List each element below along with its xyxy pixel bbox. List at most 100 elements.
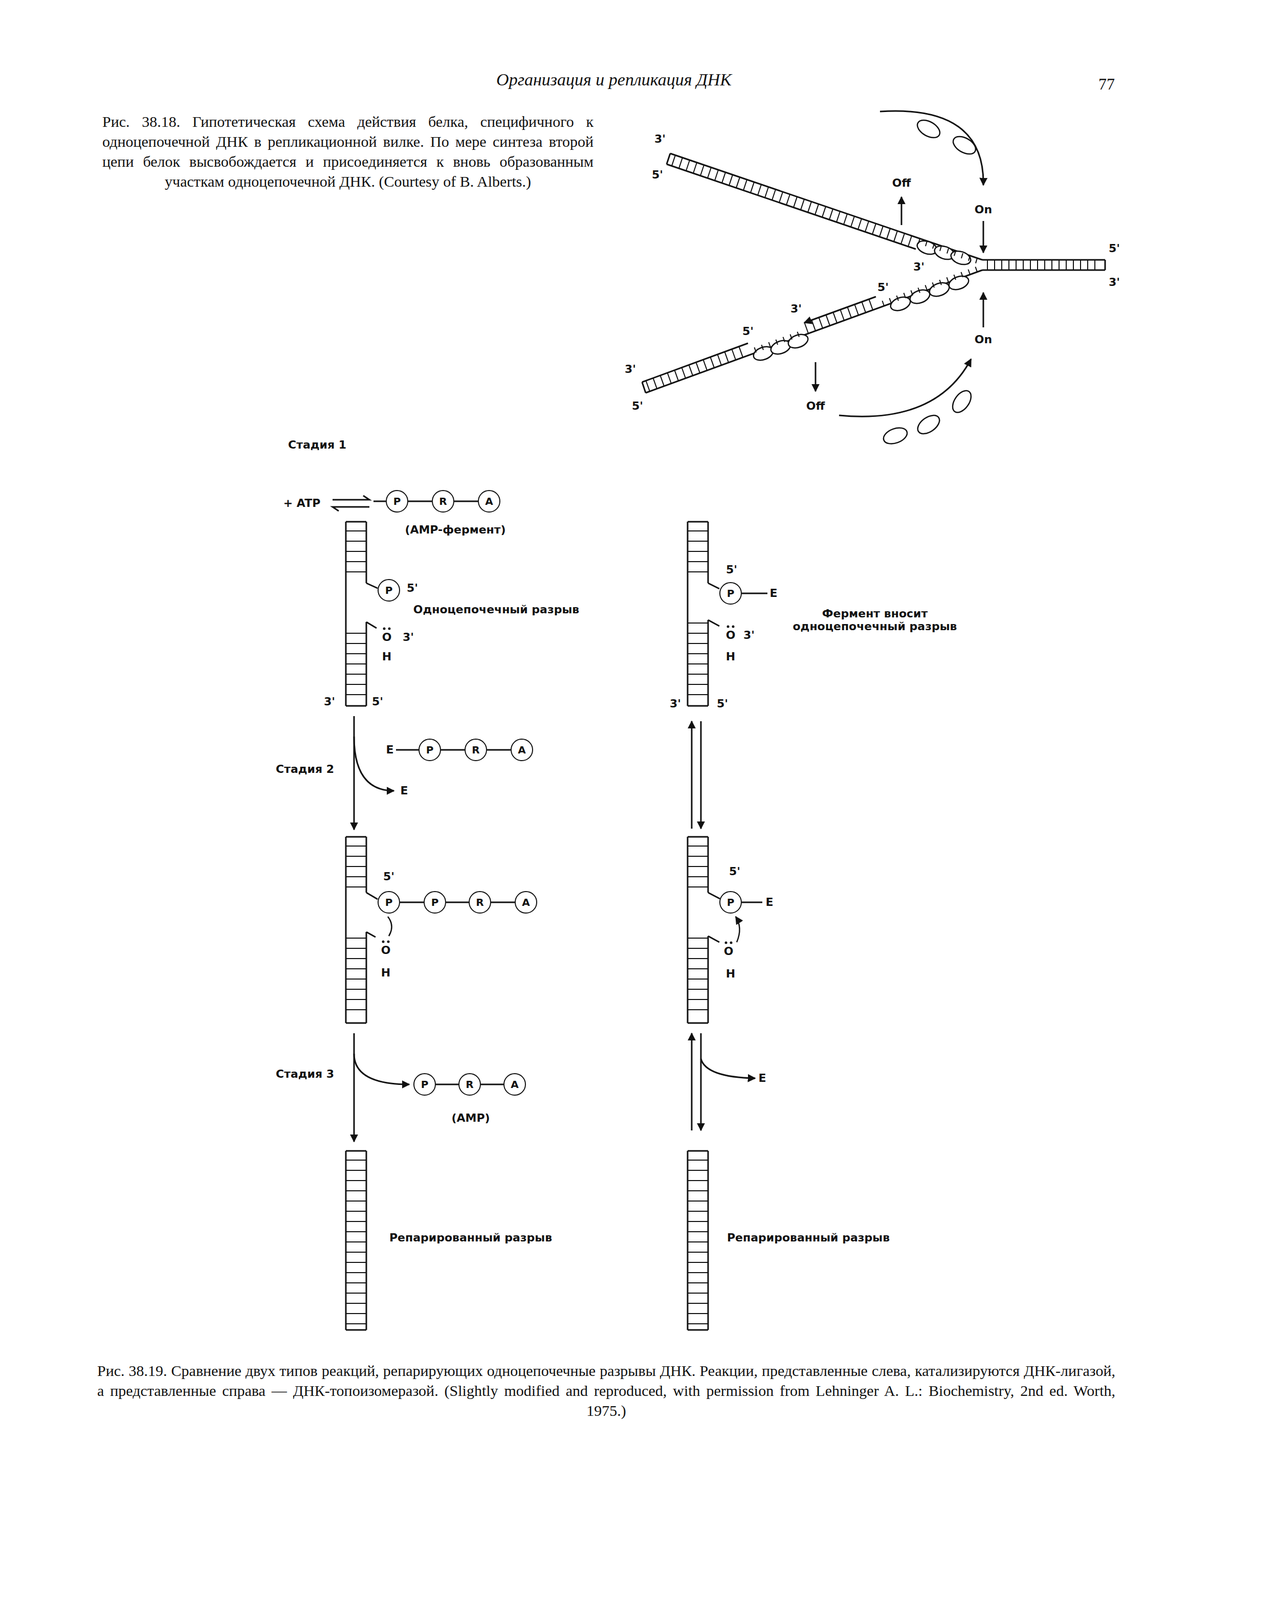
rung xyxy=(687,1170,709,1172)
rung xyxy=(345,1251,367,1253)
rung xyxy=(764,186,769,198)
rung xyxy=(687,845,709,847)
residue-circle: P xyxy=(413,1073,436,1096)
rung xyxy=(345,1159,367,1161)
figure-label: O xyxy=(382,630,392,644)
ss-tick xyxy=(932,282,935,288)
rung xyxy=(857,218,862,230)
figure-label: On xyxy=(974,333,993,346)
residue-letter: A xyxy=(510,1079,519,1090)
rung xyxy=(732,349,737,361)
rung xyxy=(687,1282,709,1284)
rung xyxy=(819,317,824,329)
rung xyxy=(345,876,367,878)
residue-letter: P xyxy=(727,588,735,599)
rung xyxy=(345,551,367,553)
rung xyxy=(345,1190,367,1192)
rung xyxy=(345,663,367,665)
residue-circle: P xyxy=(423,891,447,914)
figure-label: 5' xyxy=(406,581,418,595)
rung xyxy=(826,315,831,326)
ss-tick xyxy=(911,290,914,296)
residue-circle: P xyxy=(377,891,401,914)
rung xyxy=(721,172,726,184)
ss-tick xyxy=(939,279,942,285)
figure-label: H xyxy=(382,650,392,664)
figure-label: 5' xyxy=(877,280,889,294)
rung xyxy=(345,1313,367,1315)
rung xyxy=(345,1303,367,1305)
ss-tick xyxy=(761,344,764,350)
rung xyxy=(667,372,672,384)
residue-letter: P xyxy=(421,1079,429,1090)
rung xyxy=(986,259,988,271)
rung xyxy=(687,978,709,980)
residue-circle: R xyxy=(458,1073,481,1096)
rung xyxy=(345,988,367,990)
page-number: 77 xyxy=(1098,74,1115,94)
rung xyxy=(345,1241,367,1243)
bond-line xyxy=(454,500,478,503)
rung xyxy=(772,189,776,201)
residue-circle: A xyxy=(514,891,538,914)
rung xyxy=(687,540,709,542)
replication-fork xyxy=(642,111,1106,417)
rung xyxy=(729,174,733,186)
bond-line xyxy=(400,901,424,904)
rung xyxy=(800,199,805,210)
rung xyxy=(687,530,709,532)
figure-label: 5' xyxy=(383,870,395,884)
rung xyxy=(804,322,809,334)
rung xyxy=(345,561,367,563)
ss-tick xyxy=(954,250,956,256)
rung xyxy=(736,177,740,188)
rung xyxy=(687,1231,709,1233)
rung xyxy=(687,886,709,888)
bond-line xyxy=(435,1084,459,1086)
rung xyxy=(836,211,841,223)
rung xyxy=(345,1272,367,1274)
rung xyxy=(757,184,762,196)
rung xyxy=(900,233,905,245)
rung xyxy=(345,1211,367,1213)
figure-label: O xyxy=(723,944,734,958)
rung xyxy=(843,213,848,225)
rung xyxy=(345,937,367,939)
rung xyxy=(345,866,367,868)
rung xyxy=(714,169,719,181)
ss-tick xyxy=(797,332,800,338)
rung xyxy=(646,380,651,392)
figure-label: 3' xyxy=(669,697,681,711)
rung xyxy=(908,235,912,247)
ss-tick xyxy=(961,272,964,278)
rung xyxy=(1044,259,1046,271)
ss-tick xyxy=(947,248,949,254)
residue-letter: A xyxy=(485,496,493,507)
figure-label: 5' xyxy=(1108,241,1120,255)
residue-letter: R xyxy=(475,897,484,908)
rung xyxy=(994,259,996,271)
ss-tick xyxy=(918,238,920,244)
rung xyxy=(1072,259,1074,271)
rung xyxy=(687,1292,709,1294)
rung xyxy=(687,1180,709,1182)
rung xyxy=(807,201,812,213)
ss-tick xyxy=(925,284,928,291)
rung xyxy=(696,362,701,373)
rung xyxy=(687,948,709,950)
rung xyxy=(750,182,755,193)
rung xyxy=(687,684,709,686)
lone-pair-dots xyxy=(382,625,735,945)
rung xyxy=(345,530,367,532)
figure-caption: Рис. 38.18. Гипотетическая схема действи… xyxy=(102,111,594,192)
ss-tick xyxy=(975,267,978,273)
residue-letter: R xyxy=(438,496,447,507)
rung xyxy=(717,354,722,366)
figure-label: 3' xyxy=(323,695,336,709)
ss-tick xyxy=(754,347,757,353)
rung xyxy=(1080,259,1082,271)
rung xyxy=(786,194,790,206)
rung xyxy=(345,643,367,645)
